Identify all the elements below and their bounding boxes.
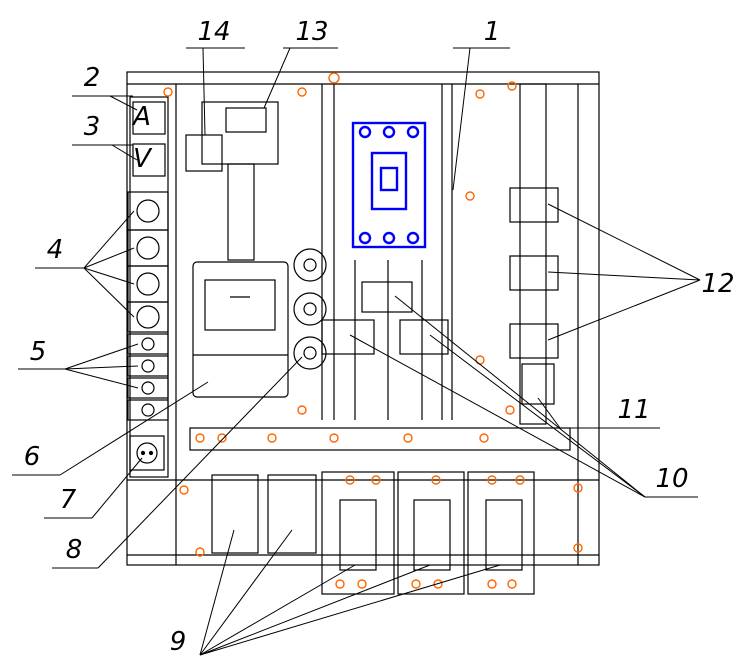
- callout-13: 13: [295, 17, 328, 47]
- ammeter: [132, 101, 166, 135]
- current-transformers: [293, 248, 327, 370]
- module-11: [521, 363, 555, 405]
- callout-4: 4: [47, 235, 64, 265]
- socket-outlet: [129, 435, 165, 471]
- callout-10: 10: [655, 464, 688, 494]
- callout-14: 14: [197, 17, 230, 47]
- switch-group: [127, 191, 169, 333]
- callout-8: 8: [66, 535, 83, 565]
- main-circuit-breaker: [351, 121, 427, 249]
- left-instrument-panel: [127, 96, 169, 478]
- voltmeter-label: V: [133, 144, 153, 174]
- callout-6: 6: [24, 442, 41, 472]
- callout-3: 3: [84, 112, 101, 142]
- callout-9: 9: [170, 627, 187, 657]
- callout-5: 5: [30, 337, 47, 367]
- top-modules: [185, 101, 279, 261]
- callout-1: 1: [484, 17, 501, 47]
- voltmeter: [132, 143, 166, 177]
- cabinet-frame: [126, 71, 600, 566]
- callout-12: 12: [701, 269, 734, 299]
- callout-2: 2: [84, 63, 101, 93]
- callout-11: 11: [617, 395, 650, 425]
- contactors: [321, 260, 449, 420]
- output-breakers: [211, 471, 535, 595]
- module-14: [185, 134, 223, 172]
- din-rail: [227, 163, 255, 261]
- leader-lines: [12, 47, 701, 656]
- busbar: [189, 427, 571, 451]
- energy-meter: [192, 261, 289, 398]
- fastener-markers: [163, 72, 583, 589]
- ammeter-label: A: [131, 102, 151, 132]
- fuse-holders: [509, 83, 559, 425]
- module-13: [201, 101, 279, 165]
- callout-7: 7: [60, 485, 77, 515]
- indicator-lamps: [127, 333, 169, 421]
